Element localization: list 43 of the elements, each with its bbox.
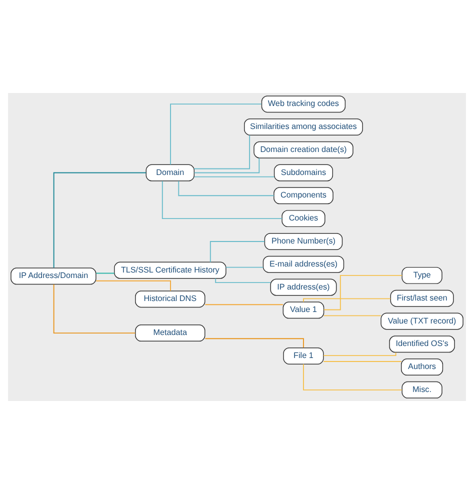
node-box: Subdomains [274,164,334,182]
connector [323,315,382,316]
connector [194,158,260,174]
connector [178,180,274,196]
node-box: E-mail address(es) [262,256,344,273]
node-box: Type [402,266,442,284]
connector [96,272,115,274]
connector [204,338,304,348]
connector [96,280,171,292]
node-box: Phone Number(s) [264,232,343,250]
node-box: Value 1 [282,302,324,319]
connector [53,172,147,268]
node-box: Domain creation date(s) [254,141,354,158]
connector [53,284,136,334]
node-box: Similarities among associates [244,118,363,136]
connector [170,104,262,166]
node-box: Authors [400,358,444,376]
connector [323,352,396,356]
connector [225,266,264,268]
node-box: First/last seen [390,290,454,307]
node-box: Cookies [282,210,326,228]
node-box: Identified OS's [389,336,455,353]
connector [303,298,392,302]
connector [194,134,250,170]
node-box: IP address(es) [270,278,337,296]
connector [162,180,283,220]
node-box: Metadata [135,324,206,342]
node-box: Value (TXT record) [380,312,464,330]
node-box: Misc. [402,381,442,398]
node-box: Web tracking codes [261,96,346,113]
connector [303,364,402,390]
connector [194,176,275,178]
node-box: IP Address/Domain [10,268,96,285]
connector [215,278,271,284]
node-box: Components [274,187,334,204]
connector [204,304,284,306]
node-box: Domain [146,164,195,182]
node-box: TLS/SSL Certificate History [114,262,226,279]
connector [210,240,266,263]
connector [323,361,402,362]
connector [323,274,403,310]
node-box: File 1 [283,347,324,364]
node-box: Historical DNS [135,290,206,308]
